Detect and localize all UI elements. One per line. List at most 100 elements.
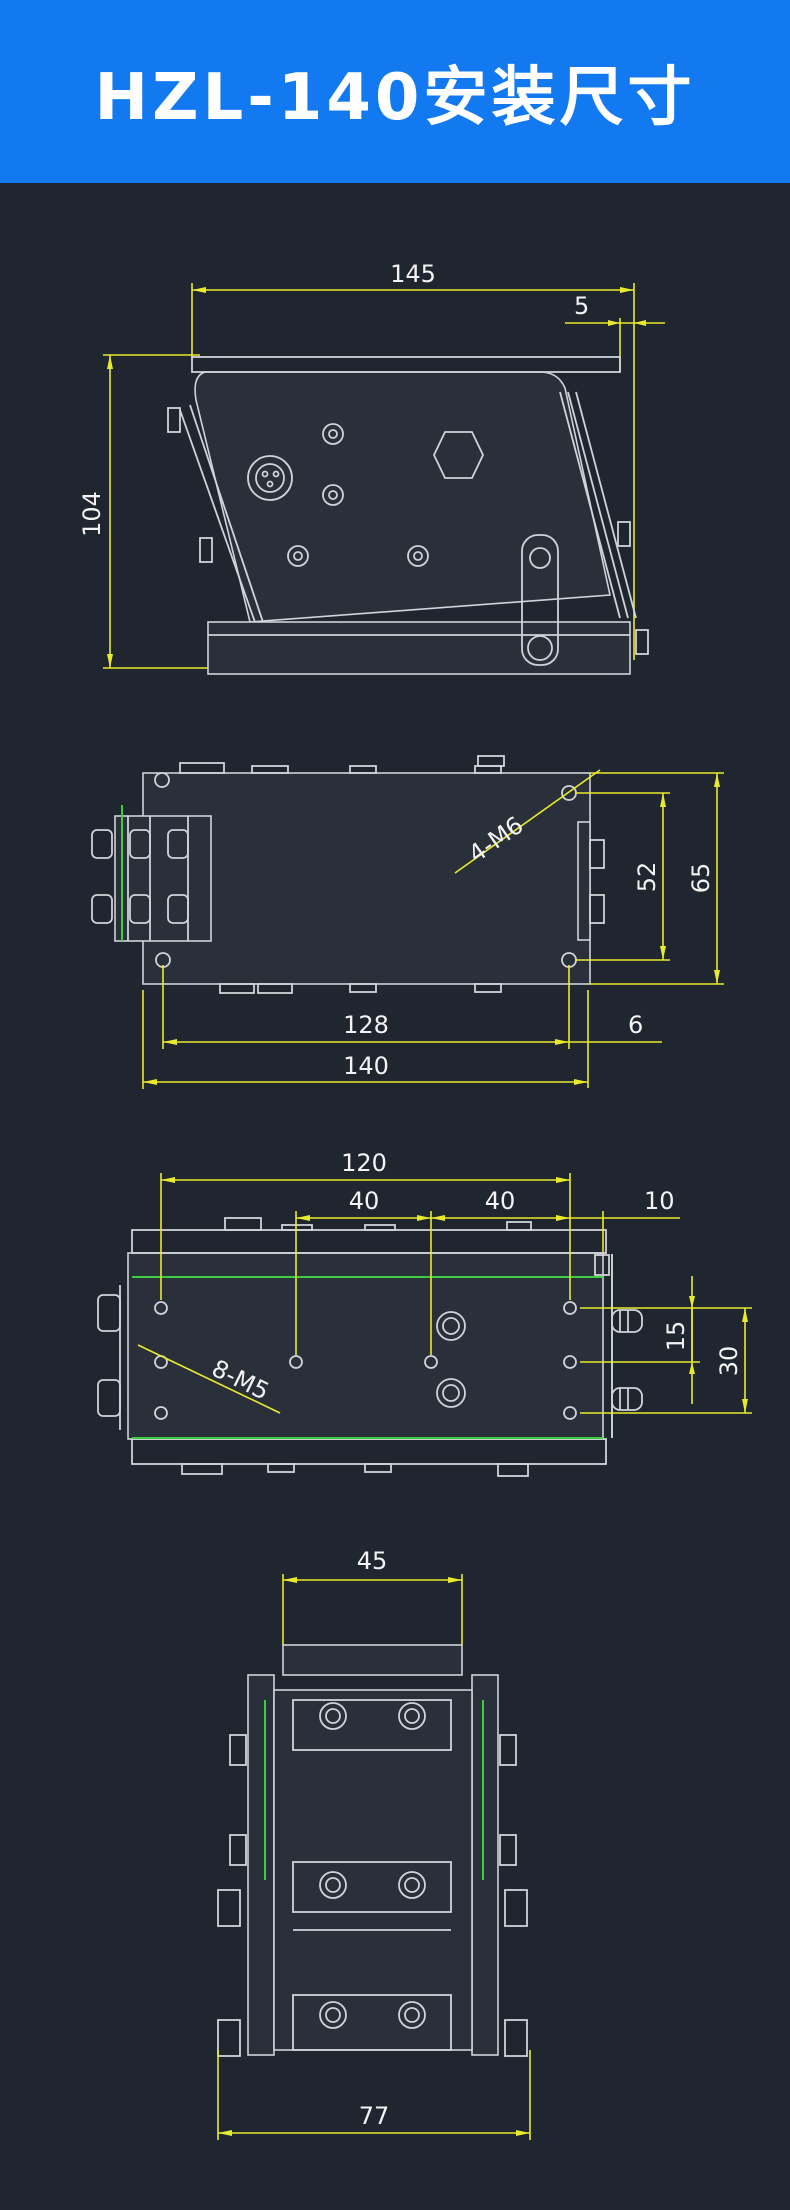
screw-icon bbox=[325, 1708, 341, 1724]
arrow bbox=[556, 1215, 570, 1221]
right-rail bbox=[567, 391, 629, 619]
top-body bbox=[142, 772, 591, 985]
tab bbox=[506, 1221, 532, 1231]
screw-icon bbox=[293, 551, 303, 561]
lever-pivot bbox=[529, 547, 551, 569]
knob-icon bbox=[611, 1309, 643, 1333]
side-view: 145 5 104 bbox=[78, 260, 665, 675]
tab bbox=[497, 1463, 529, 1477]
leader-line bbox=[454, 769, 601, 874]
knob-icon bbox=[229, 1734, 247, 1766]
arrow bbox=[608, 320, 620, 326]
dim-140: 140 bbox=[343, 1052, 389, 1080]
screw-icon bbox=[325, 1877, 341, 1893]
arrow bbox=[660, 946, 666, 960]
mount-hole bbox=[563, 1301, 577, 1315]
knob-icon bbox=[167, 829, 189, 859]
screw-icon bbox=[442, 1384, 460, 1402]
dim-6: 6 bbox=[628, 1011, 643, 1039]
front-view: 45 bbox=[217, 1547, 531, 2140]
screw-icon bbox=[436, 1311, 466, 1341]
tab bbox=[281, 1224, 313, 1231]
mount-hole bbox=[563, 1406, 577, 1420]
tab bbox=[364, 1463, 392, 1473]
connector-pin bbox=[266, 480, 274, 488]
tab bbox=[251, 765, 289, 774]
arrow bbox=[107, 355, 113, 369]
tab bbox=[474, 765, 502, 774]
arrow bbox=[556, 1177, 570, 1183]
block bbox=[292, 1699, 452, 1751]
knob-icon bbox=[499, 1734, 517, 1766]
mount-hole bbox=[424, 1355, 438, 1369]
arrow bbox=[163, 1039, 177, 1045]
dim-40-a: 40 bbox=[349, 1187, 380, 1215]
dim-128: 128 bbox=[343, 1011, 389, 1039]
arrow bbox=[283, 1577, 297, 1583]
rail-bottom bbox=[131, 1438, 607, 1465]
screw-icon bbox=[398, 1702, 426, 1730]
arrow bbox=[143, 1079, 157, 1085]
mount-hole bbox=[154, 1406, 168, 1420]
frame-side bbox=[471, 1674, 499, 2056]
connector-pin bbox=[261, 470, 269, 478]
knob-icon bbox=[504, 1889, 528, 1927]
arrow bbox=[714, 773, 720, 787]
screw-icon bbox=[322, 484, 344, 506]
mount-hole bbox=[563, 1355, 577, 1369]
right-rail bbox=[575, 391, 637, 619]
arrow bbox=[620, 287, 634, 293]
arrow bbox=[660, 793, 666, 807]
dim-65: 65 bbox=[687, 863, 715, 894]
tab bbox=[349, 765, 377, 774]
tab bbox=[474, 983, 502, 993]
title-banner: HZL-140安装尺寸 bbox=[0, 0, 790, 183]
tab bbox=[594, 1254, 610, 1276]
dim-120: 120 bbox=[341, 1149, 387, 1177]
arrow bbox=[689, 1362, 695, 1374]
screw-icon bbox=[287, 545, 309, 567]
tab bbox=[267, 1463, 295, 1473]
lever-pivot bbox=[527, 635, 553, 661]
arrow bbox=[714, 970, 720, 984]
connector-inner bbox=[255, 463, 285, 493]
screw-icon bbox=[328, 429, 338, 439]
page-title: HZL-140安装尺寸 bbox=[94, 60, 696, 135]
lock-lever bbox=[521, 534, 559, 666]
arrow bbox=[431, 1215, 445, 1221]
connector-pin bbox=[272, 470, 280, 478]
knob-icon bbox=[611, 1387, 643, 1411]
top-block bbox=[282, 1644, 463, 1676]
knob-icon bbox=[635, 629, 649, 655]
knob-icon bbox=[129, 894, 151, 924]
dim-30: 30 bbox=[715, 1346, 743, 1377]
center-column bbox=[273, 1689, 473, 2051]
screw-icon bbox=[404, 1708, 420, 1724]
tab bbox=[257, 983, 293, 994]
bottom-body bbox=[127, 1252, 604, 1440]
left-rail bbox=[189, 404, 265, 626]
tab bbox=[477, 755, 505, 767]
knob-icon bbox=[167, 894, 189, 924]
top-view: 4-M6 52 65 128 6 140 bbox=[91, 755, 724, 1089]
knob-icon bbox=[199, 537, 213, 563]
arrow bbox=[634, 320, 646, 326]
block bbox=[292, 1861, 452, 1913]
knob-icon bbox=[217, 1889, 241, 1927]
dim-52: 52 bbox=[633, 862, 661, 893]
knob-icon bbox=[617, 521, 631, 547]
mount-hole bbox=[154, 1301, 168, 1315]
tab bbox=[224, 1217, 262, 1231]
knob-icon bbox=[589, 894, 605, 924]
knob-icon bbox=[91, 894, 113, 924]
arrow bbox=[417, 1215, 431, 1221]
arrow bbox=[689, 1296, 695, 1308]
screw-icon bbox=[319, 1871, 347, 1899]
base-block bbox=[207, 621, 631, 675]
screw-icon bbox=[404, 1877, 420, 1893]
knob-icon bbox=[91, 829, 113, 859]
screw-icon bbox=[436, 1378, 466, 1408]
screw-icon bbox=[328, 490, 338, 500]
left-rail bbox=[179, 409, 257, 626]
tab bbox=[219, 983, 255, 994]
